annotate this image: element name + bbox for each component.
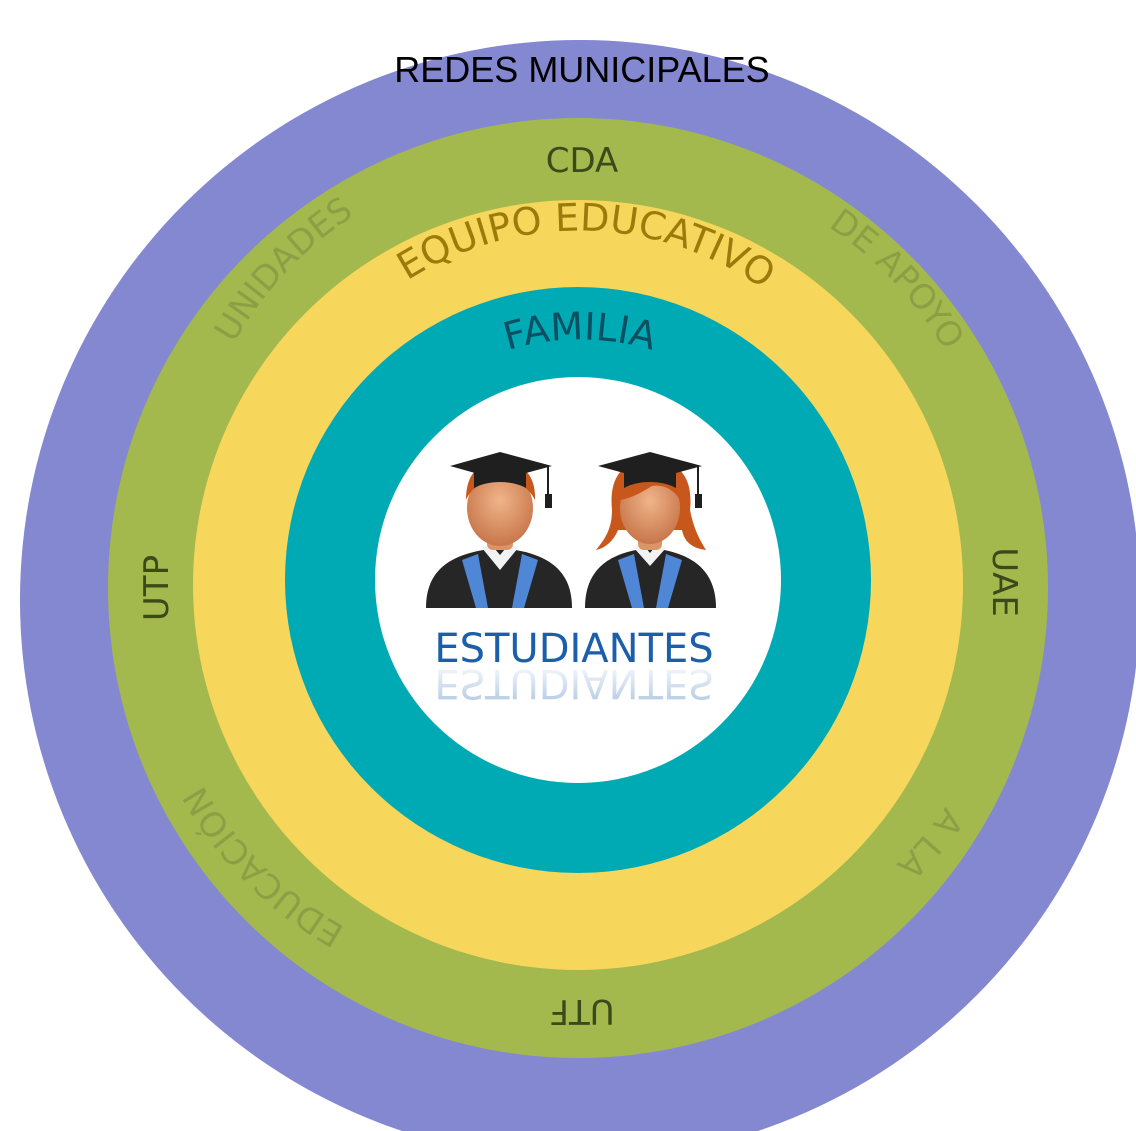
estudiantes-label: ESTUDIANTES <box>434 626 713 672</box>
redes-municipales-label: REDES MUNICIPALES <box>394 49 769 90</box>
female-graduate-icon <box>585 452 716 608</box>
male-graduate-icon <box>426 452 572 608</box>
utf-label: UTF <box>549 991 614 1031</box>
utp-label: UTP <box>137 555 177 621</box>
cda-label: CDA <box>546 141 619 181</box>
estudiantes-reflection: ESTUDIANTES <box>434 660 713 706</box>
uae-label: UAE <box>984 547 1024 617</box>
